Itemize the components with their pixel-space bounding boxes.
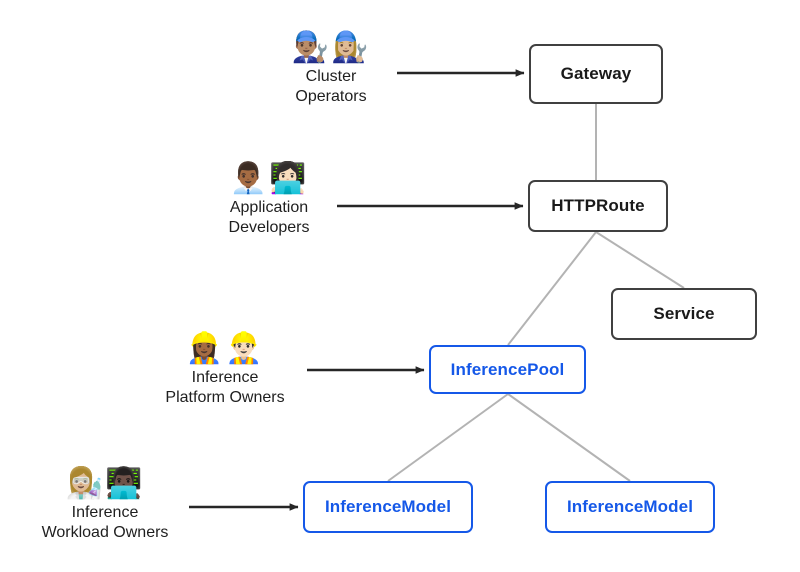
actor-label-line: Operators xyxy=(295,87,367,105)
man-office-worker-icon-and-woman-technologist-icon: 👨🏾‍💼👩🏻‍💻 xyxy=(229,161,309,196)
actor-arrows xyxy=(189,69,525,511)
actor-label-line: Workload Owners xyxy=(41,523,169,541)
node-inferencepool[interactable]: InferencePool xyxy=(429,345,586,394)
edge-httproute-inferencepool xyxy=(507,231,597,346)
actor-label-line: Developers xyxy=(228,218,310,236)
edge-inferencepool-model-right xyxy=(507,393,631,482)
actor-label-line: Cluster xyxy=(305,67,357,85)
edge-httproute-service xyxy=(595,231,685,289)
man-mechanic-icon-and-woman-mechanic-icon: 👨🏽‍🔧👩🏼‍🔧 xyxy=(291,30,371,65)
actor-label-line: Inference xyxy=(71,503,139,521)
node-inferencemodel-left[interactable]: InferenceModel xyxy=(303,481,473,533)
actor-label-line: Inference xyxy=(191,368,259,386)
actor-label-line: Application xyxy=(229,198,309,216)
actor-label-line: Platform Owners xyxy=(165,388,285,406)
woman-scientist-icon-and-man-technologist-icon: 👩🏼‍🔬👨🏿‍💻 xyxy=(65,466,145,501)
node-gateway[interactable]: Gateway xyxy=(529,44,663,104)
node-service[interactable]: Service xyxy=(611,288,757,340)
edge-inferencepool-model-left xyxy=(387,393,509,482)
node-httproute[interactable]: HTTPRoute xyxy=(528,180,668,232)
woman-construction-worker-icon-and-man-construction-worker-icon: 👷🏾‍♀️👷🏻‍♂️ xyxy=(185,331,265,366)
node-inferencemodel-right[interactable]: InferenceModel xyxy=(545,481,715,533)
